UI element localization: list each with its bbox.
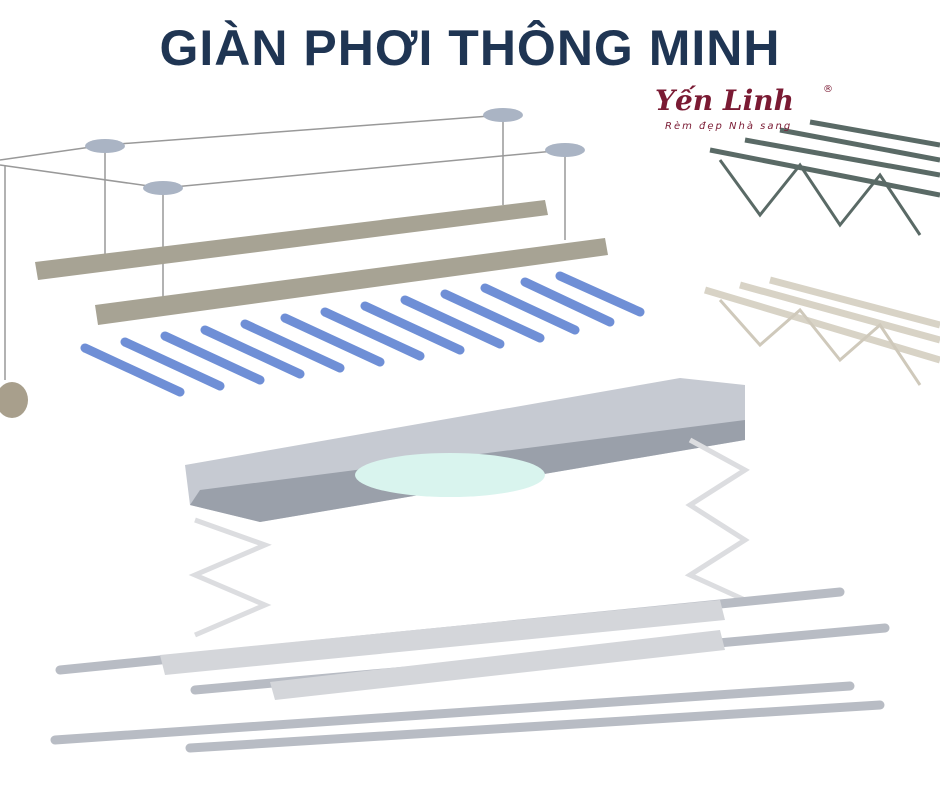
registered-mark: ®: [823, 84, 833, 95]
wall-rack-light: [704, 276, 940, 386]
wall-rack-dark: [709, 119, 940, 236]
brand-logo: Yến Linh ® Rèm đẹp Nhà sang: [655, 84, 875, 140]
logo-name: Yến Linh: [655, 84, 794, 117]
page-title: GIÀN PHƠI THÔNG MINH: [159, 20, 781, 76]
pulley-rack: [0, 108, 645, 418]
electric-rack: [50, 378, 890, 753]
logo-tagline: Rèm đẹp Nhà sang: [665, 121, 793, 132]
